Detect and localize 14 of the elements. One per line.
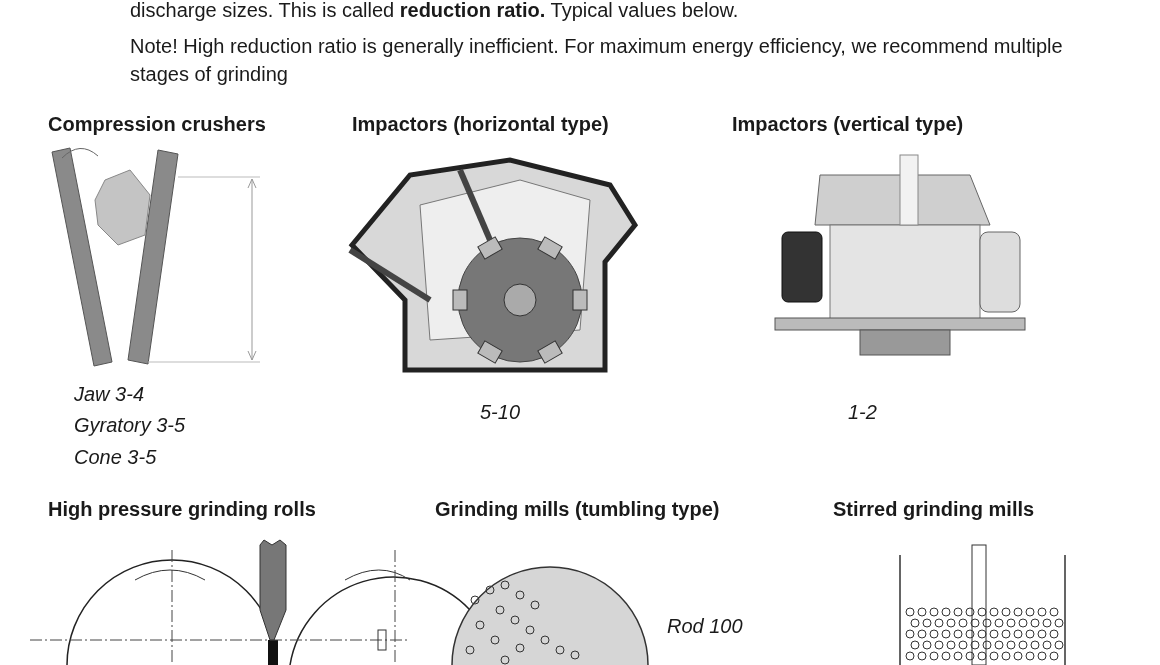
ratio-value: 1-2 bbox=[848, 400, 877, 425]
ratio-value: Cone 3-5 bbox=[74, 445, 157, 470]
ratio-value: Jaw 3-4 bbox=[74, 382, 145, 407]
ratio-value: 5-10 bbox=[480, 400, 521, 425]
intro-text: discharge sizes. This is called reduction ratio. Typical values below. bbox=[130, 0, 740, 23]
ratio-value: Gyratory 3-5 bbox=[74, 413, 186, 438]
section-heading: Impactors (vertical type) bbox=[732, 112, 964, 137]
ratio-value: Rod 100 bbox=[667, 614, 743, 639]
section-heading: High pressure grinding rolls bbox=[48, 497, 316, 522]
section-heading: Impactors (horizontal type) bbox=[352, 112, 609, 137]
section-heading: Stirred grinding mills bbox=[833, 497, 1035, 522]
section-heading: Grinding mills (tumbling type) bbox=[435, 497, 720, 522]
section-heading: Compression crushers bbox=[48, 112, 266, 137]
note-text: Note! High reduction ratio is generally inefficient. For maximum energy efficiency, we recommend multiple stages of grinding bbox=[130, 34, 1064, 87]
